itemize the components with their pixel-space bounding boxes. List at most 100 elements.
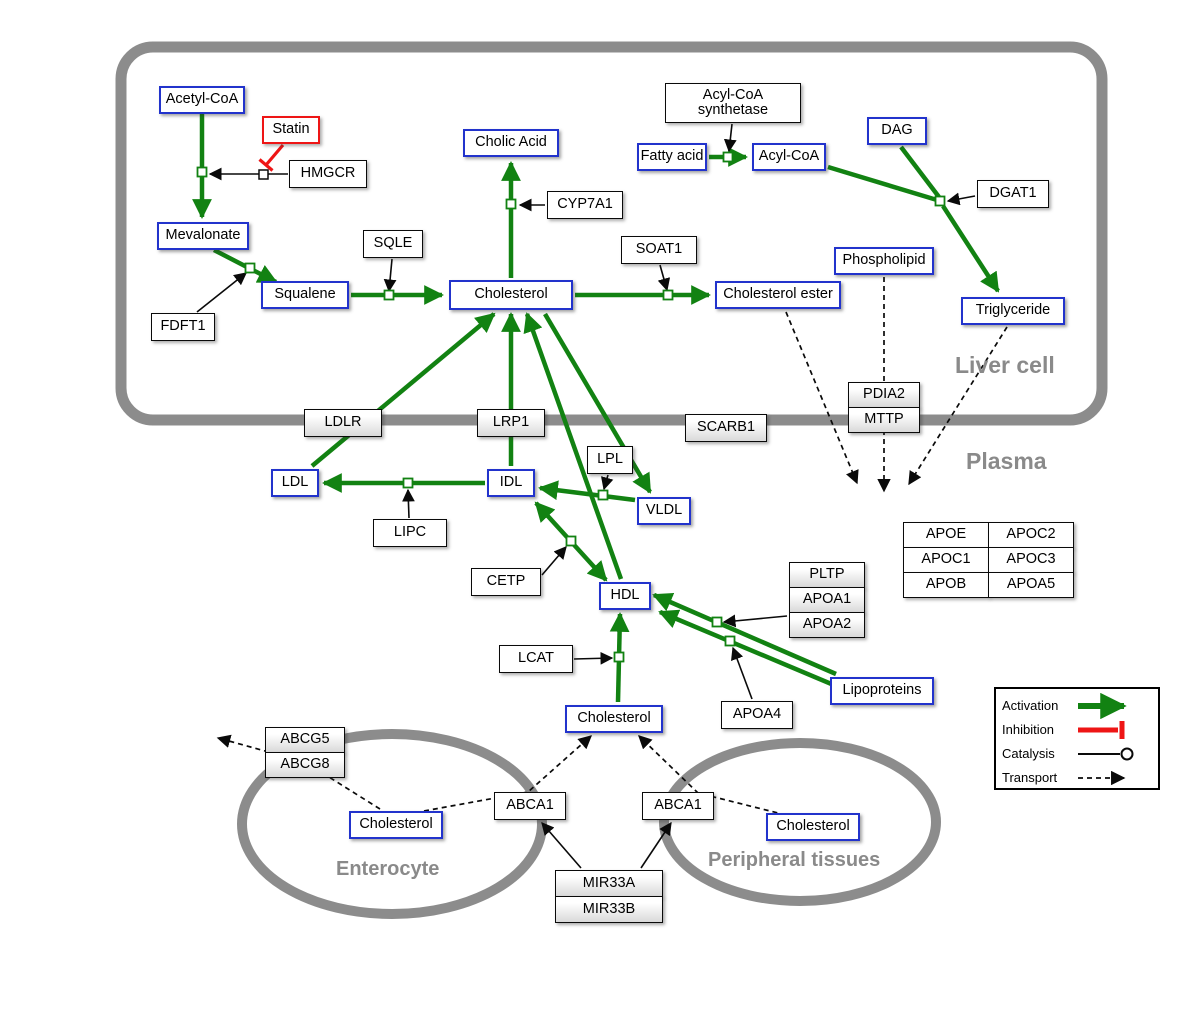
plasma-label: Plasma	[966, 448, 1047, 474]
process-node-acyl-coa-synthetase	[722, 151, 734, 163]
catalysis-fdft1	[196, 272, 248, 313]
enzyme-acyl-coa-synthetase-line2: synthetase	[697, 102, 769, 118]
process-node-lipc	[402, 477, 414, 489]
node-cholesterol-liver[interactable]: Cholesterol	[449, 280, 573, 310]
receptor-lrp1[interactable]: LRP1	[477, 409, 545, 437]
apo-cell-apoe[interactable]: APOE	[903, 522, 989, 548]
enzyme-cetp[interactable]: CETP	[471, 568, 541, 596]
edge-vldl-idl	[538, 480, 636, 503]
catalysis-pltp-apoa1-apoa2	[722, 614, 788, 628]
edge-acylcoa-dgat1	[827, 164, 938, 203]
catalysis-apoa4	[731, 646, 753, 700]
enzyme-lcat[interactable]: LCAT	[499, 645, 573, 673]
legend-catalysis-label: Catalysis	[1002, 746, 1055, 761]
process-node-cetp	[565, 535, 577, 547]
process-node-cyp7a1	[505, 198, 517, 210]
transporter-abca1-enterocyte[interactable]: ABCA1	[494, 792, 566, 820]
drug-statin[interactable]: Statin	[262, 116, 320, 144]
edge-ldl-cholesterol-via-ldlr	[310, 312, 496, 468]
transporter-abcg5[interactable]: ABCG5	[265, 727, 345, 753]
regulation-mir33-abca1-peripheral	[640, 821, 672, 869]
node-phospholipid[interactable]: Phospholipid	[834, 247, 934, 275]
process-node-fdft1	[244, 262, 256, 274]
node-squalene[interactable]: Squalene	[261, 281, 349, 309]
transporter-abca1-peripheral[interactable]: ABCA1	[642, 792, 714, 820]
transport-cholesterol-abcg5g8-out	[216, 734, 381, 810]
mirna-mir33a[interactable]: MIR33A	[555, 870, 663, 897]
process-node-apoa4	[724, 635, 736, 647]
enzyme-lpl[interactable]: LPL	[587, 446, 633, 474]
receptor-ldlr[interactable]: LDLR	[304, 409, 382, 437]
legend-symbols	[1078, 692, 1134, 786]
enzyme-acyl-coa-synthetase-line1: Acyl-CoA	[702, 86, 764, 103]
process-node-sqle	[383, 289, 395, 301]
apo-cell-apoc3[interactable]: APOC3	[988, 547, 1074, 573]
node-ldl[interactable]: LDL	[271, 469, 319, 497]
node-cholic-acid[interactable]: Cholic Acid	[463, 129, 559, 157]
node-vldl[interactable]: VLDL	[637, 497, 691, 525]
mirna-mir33b[interactable]: MIR33B	[555, 896, 663, 923]
node-cholesterol-peripheral[interactable]: Cholesterol	[766, 813, 860, 841]
apo-cell-apob[interactable]: APOB	[903, 572, 989, 598]
transporter-abcg8[interactable]: ABCG8	[265, 752, 345, 778]
enzyme-cyp7a1[interactable]: CYP7A1	[547, 191, 623, 219]
protein-apoa4[interactable]: APOA4	[721, 701, 793, 729]
node-hdl[interactable]: HDL	[599, 582, 651, 610]
node-cholesterol-ester[interactable]: Cholesterol ester	[715, 281, 841, 309]
node-dag[interactable]: DAG	[867, 117, 927, 145]
node-acetyl-coa[interactable]: Acetyl-CoA	[159, 86, 245, 114]
legend-transport-label: Transport	[1002, 770, 1058, 785]
enzyme-fdft1[interactable]: FDFT1	[151, 313, 215, 341]
node-lipoproteins[interactable]: Lipoproteins	[830, 677, 934, 705]
enzyme-pltp[interactable]: PLTP	[789, 562, 865, 588]
transport-cholesterolester-plasma	[785, 311, 859, 485]
node-idl[interactable]: IDL	[487, 469, 535, 497]
receptor-scarb1[interactable]: SCARB1	[685, 414, 767, 442]
enzyme-acyl-coa-synthetase[interactable]: Acyl-CoA synthetase	[665, 83, 801, 123]
node-cholesterol-enterocyte[interactable]: Cholesterol	[349, 811, 443, 839]
liver-cell-label: Liver cell	[955, 352, 1055, 378]
enzyme-hmgcr[interactable]: HMGCR	[289, 160, 367, 188]
catalysis-sqle	[383, 258, 397, 293]
legend-inhibition-label: Inhibition	[1002, 722, 1055, 737]
enzyme-pdia2[interactable]: PDIA2	[848, 382, 920, 408]
enzyme-soat1[interactable]: SOAT1	[621, 236, 697, 264]
inhibition-statin-line	[264, 143, 285, 167]
node-mevalonate[interactable]: Mevalonate	[157, 222, 249, 250]
edge-dag-dgat1	[899, 145, 941, 199]
catalysis-lcat	[573, 651, 614, 665]
node-fatty-acid[interactable]: Fatty acid	[637, 143, 707, 171]
catalysis-cetp	[541, 546, 567, 576]
catalysis-dgat1	[946, 192, 976, 206]
catalysis-acyl-coa-synthetase	[723, 123, 737, 153]
catalysis-lipc	[402, 488, 415, 519]
junction-statin-hmgcr	[258, 169, 269, 180]
process-node-soat1	[662, 289, 674, 301]
protein-apoa1[interactable]: APOA1	[789, 587, 865, 613]
protein-apoa2[interactable]: APOA2	[789, 612, 865, 638]
apo-cell-apoa5[interactable]: APOA5	[988, 572, 1074, 598]
process-node-hmgcr	[196, 166, 208, 178]
enterocyte-label: Enterocyte	[336, 858, 440, 880]
enzyme-mttp[interactable]: MTTP	[848, 407, 920, 433]
apo-cell-apoc1[interactable]: APOC1	[903, 547, 989, 573]
node-triglyceride[interactable]: Triglyceride	[961, 297, 1065, 325]
liver-cell-membrane	[115, 41, 1108, 426]
peripheral-tissues-label: Peripheral tissues	[708, 849, 881, 871]
legend-activation-label: Activation	[1002, 698, 1059, 713]
catalysis-lpl	[601, 474, 614, 491]
enzyme-sqle[interactable]: SQLE	[363, 230, 423, 258]
process-node-pltp	[711, 616, 723, 628]
enzyme-lipc[interactable]: LIPC	[373, 519, 447, 547]
node-acyl-coa[interactable]: Acyl-CoA	[752, 143, 826, 171]
node-cholesterol-plasma[interactable]: Cholesterol	[565, 705, 663, 733]
inhibition-statin-tbar	[258, 158, 274, 172]
legend-catalysis-circle	[1120, 747, 1134, 761]
process-node-lpl	[597, 489, 609, 501]
apo-cell-apoc2[interactable]: APOC2	[988, 522, 1074, 548]
enzyme-dgat1[interactable]: DGAT1	[977, 180, 1049, 208]
regulation-mir33-abca1-enterocyte	[541, 822, 582, 869]
edge-lipoproteins-hdl-1	[652, 592, 837, 677]
